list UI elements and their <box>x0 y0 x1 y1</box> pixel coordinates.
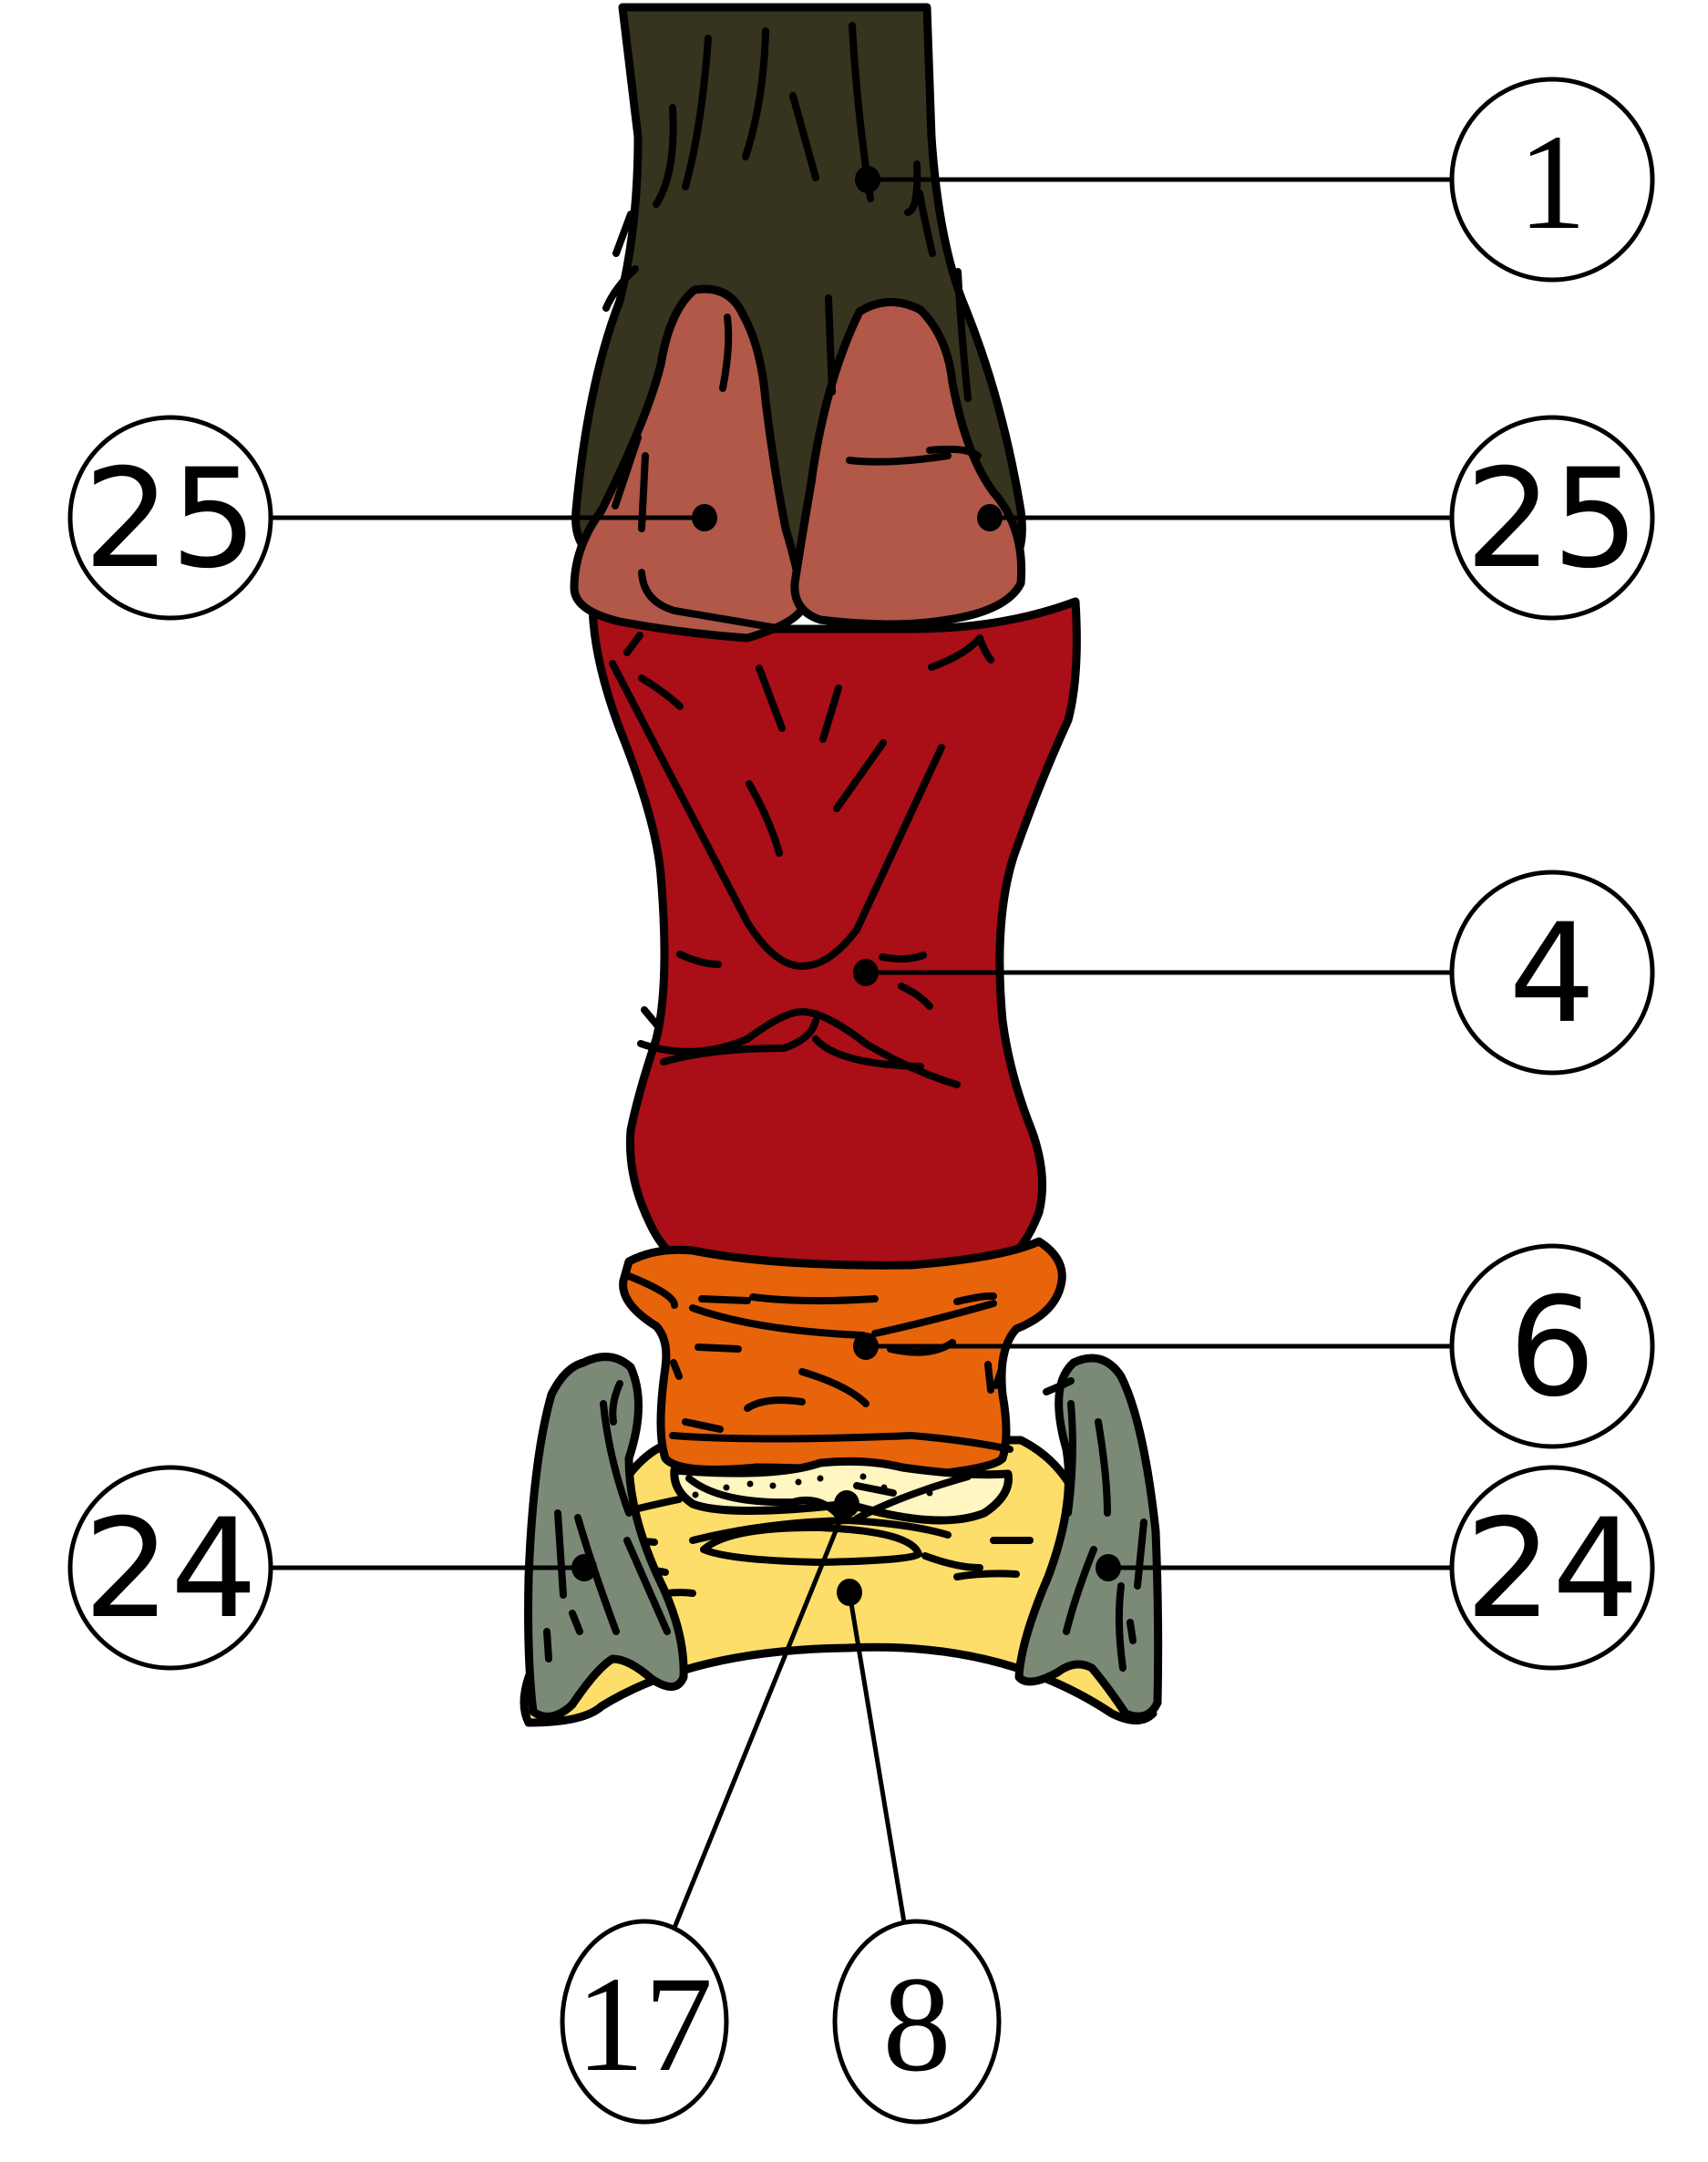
label-number: 17 <box>576 1949 713 2100</box>
label-bubble <box>1449 1243 1655 1449</box>
label-bubble <box>1449 870 1655 1076</box>
anchor-dot <box>853 959 879 986</box>
anchor-dot <box>977 504 1003 531</box>
bone-25-left <box>570 284 807 643</box>
callout-1: 1 <box>855 77 1655 283</box>
label-number: 8 <box>883 1949 952 2100</box>
label-bubble <box>67 415 273 621</box>
leader-line <box>672 1503 849 1930</box>
bone-6 <box>619 1237 1066 1481</box>
bone-4 <box>588 597 1081 1271</box>
label-number: 25 <box>1466 440 1640 599</box>
label-bubble <box>1449 77 1655 283</box>
label-number: 6 <box>1508 1269 1595 1427</box>
label-bubble <box>1449 415 1655 621</box>
callout-6: 6 <box>853 1243 1655 1449</box>
callout-4: 4 <box>853 870 1655 1076</box>
anchor-dot <box>834 1490 859 1518</box>
label-number: 25 <box>84 440 258 599</box>
label-number: 1 <box>1518 107 1587 258</box>
bone-17 <box>670 1457 1013 1525</box>
label-number: 24 <box>84 1490 258 1649</box>
anchor-dot <box>692 504 717 531</box>
callout-25: 25 <box>67 415 717 621</box>
label-number: 24 <box>1466 1490 1640 1649</box>
callout-17: 17 <box>560 1490 859 2125</box>
label-bubble <box>1449 1465 1655 1671</box>
label-bubble <box>832 1919 1002 2125</box>
label-number: 4 <box>1508 895 1595 1054</box>
anchor-dot <box>853 1333 879 1360</box>
bone-25-right <box>790 268 1026 629</box>
callouts: 1 25 25 4 6 24 24 17 8 <box>67 77 1655 2125</box>
callout-24: 24 <box>67 1465 597 1671</box>
anchor-dot <box>855 166 880 193</box>
callout-24: 24 <box>1096 1465 1655 1671</box>
label-bubble <box>560 1919 729 2125</box>
anchor-dot <box>1096 1554 1121 1581</box>
leader-line <box>847 1591 907 1923</box>
callout-25: 25 <box>977 415 1655 621</box>
anchor-dot <box>571 1554 597 1581</box>
bone-24-right <box>1014 1354 1163 1721</box>
label-bubble <box>67 1465 273 1671</box>
anchor-dot <box>837 1579 862 1606</box>
callout-8: 8 <box>832 1579 1002 2125</box>
